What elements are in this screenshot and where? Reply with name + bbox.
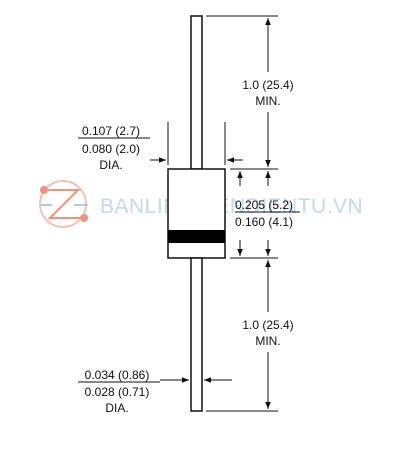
body-diameter-dia-label: DIA. [99, 158, 122, 172]
cathode-band [168, 230, 225, 243]
diode-body [167, 168, 226, 259]
body-diameter-max-label: 0.107 (2.7) [82, 124, 140, 138]
lead-diameter-min-label: 0.028 (0.71) [85, 385, 150, 399]
bottom-lead [190, 257, 203, 412]
bottom-lead-length-label-2: MIN. [255, 334, 280, 348]
body-length-max-label: 0.205 (5.2) [235, 198, 293, 212]
top-lead [190, 15, 203, 170]
body-diameter-dimension [78, 122, 243, 165]
lead-diameter-dimension [78, 377, 232, 383]
watermark-text: BANLINHKIENDIENTU.VN [100, 195, 363, 218]
watermark-logo-icon [39, 180, 88, 228]
lead-diameter-max-label: 0.034 (0.86) [85, 368, 150, 382]
body-diameter-min-label: 0.080 (2.0) [82, 142, 140, 156]
lead-diameter-dia-label: DIA. [105, 401, 128, 415]
body-length-dimension [230, 171, 278, 259]
bottom-lead-length-dimension [206, 260, 278, 412]
body-length-min-label: 0.160 (4.1) [235, 215, 293, 229]
bottom-lead-length-label-1: 1.0 (25.4) [242, 318, 293, 332]
top-lead-length-label-1: 1.0 (25.4) [242, 78, 293, 92]
top-lead-length-dimension [206, 15, 278, 170]
top-lead-length-label-2: MIN. [255, 94, 280, 108]
